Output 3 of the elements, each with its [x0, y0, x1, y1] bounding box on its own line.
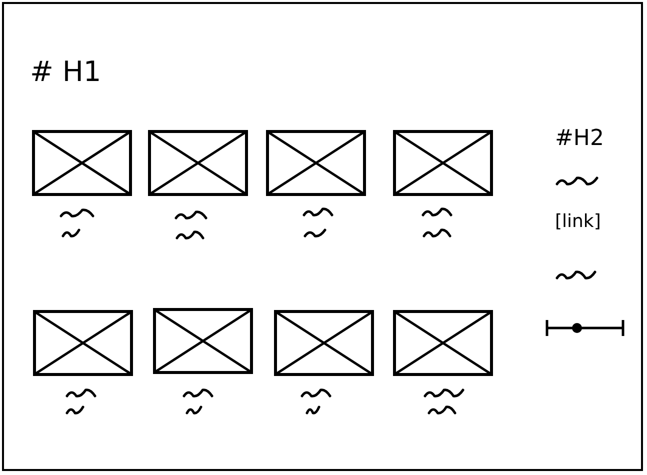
link: [link]	[555, 213, 601, 231]
page-heading: # H1	[30, 58, 102, 86]
section-heading: #H2	[555, 128, 604, 150]
